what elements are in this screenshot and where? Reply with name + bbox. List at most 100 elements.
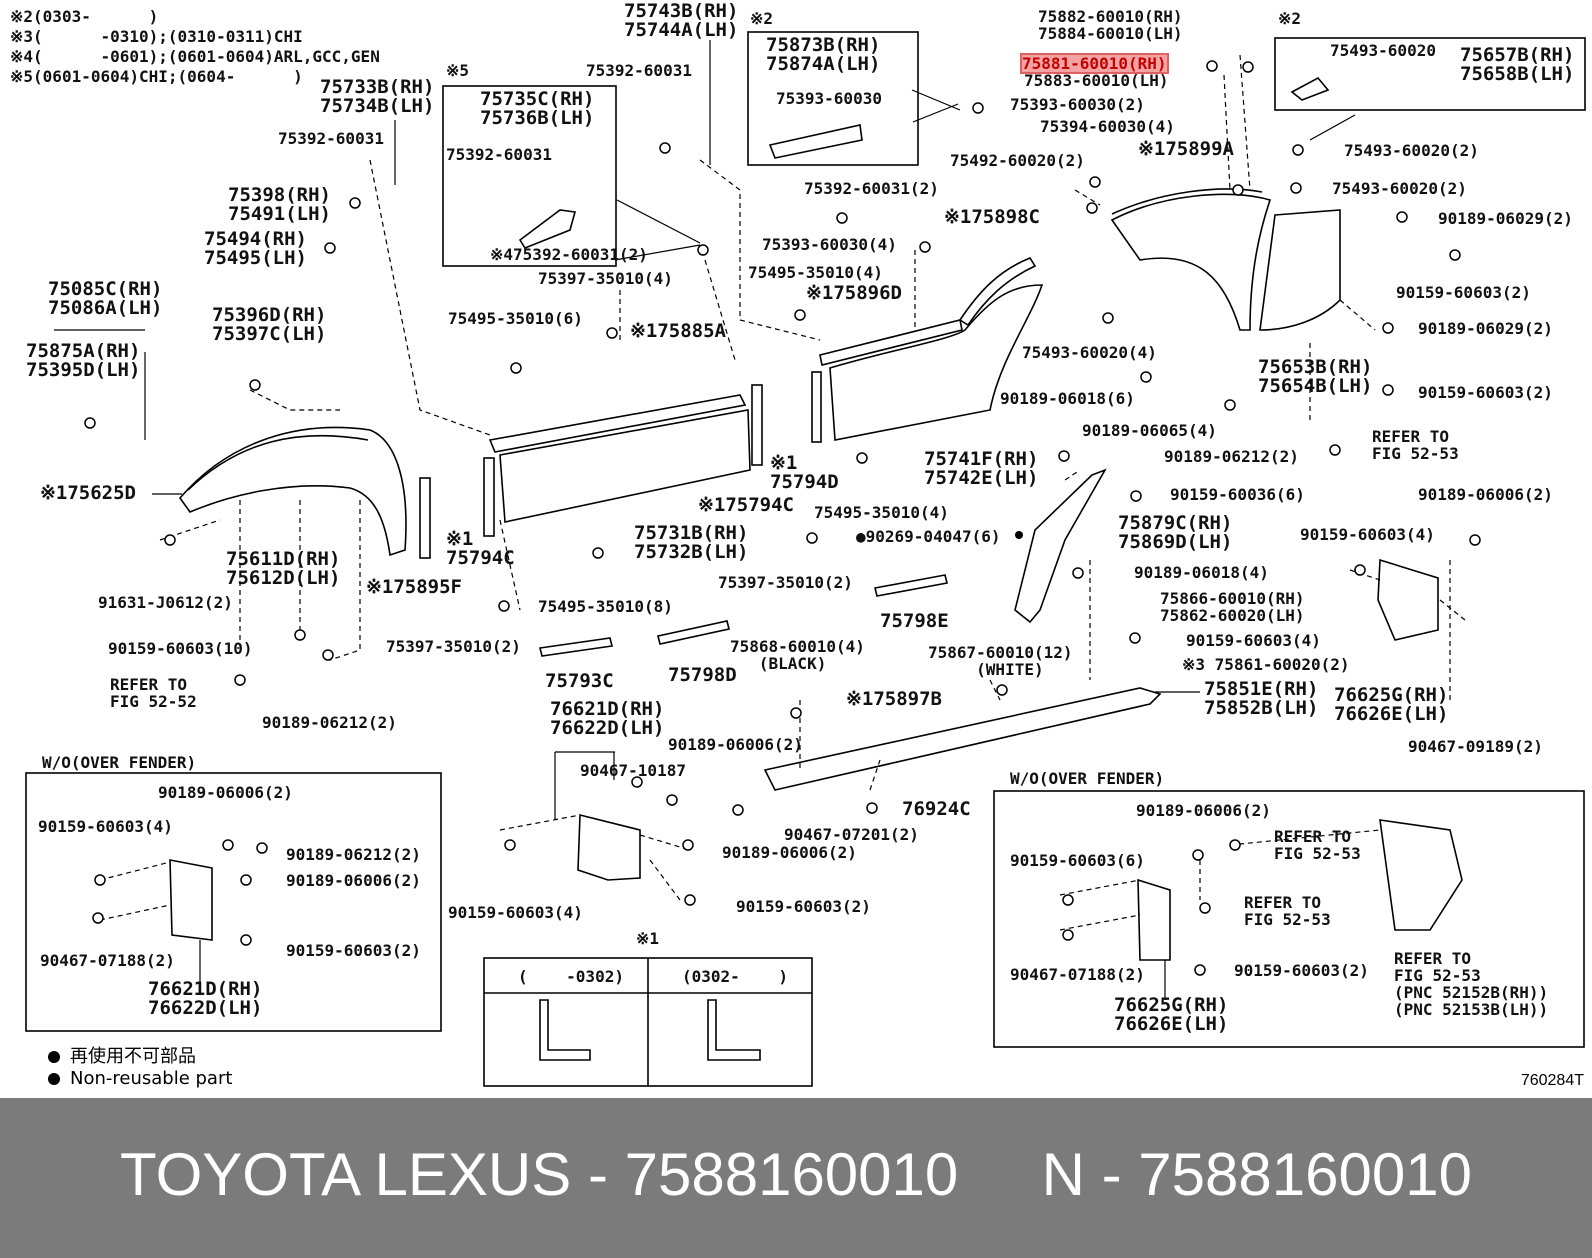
part-label[interactable]: 75394-60030(4) [1040, 117, 1175, 136]
part-label[interactable]: 75492-60020(2) [950, 151, 1085, 170]
part-label[interactable]: 90159-60603(2) [1396, 283, 1531, 302]
part-label[interactable]: 90159-60036(6) [1170, 485, 1305, 504]
part-label[interactable]: 90159-60603(4) [1186, 631, 1321, 650]
part-label[interactable]: 75875A(RH) 75395D(LH) [26, 340, 141, 381]
part-label[interactable]: 76924C [902, 798, 971, 820]
part-label[interactable]: 75493-60020(4) [1022, 343, 1157, 362]
part-label[interactable]: 75883-60010(LH) [1024, 71, 1169, 90]
part-label[interactable]: 91631-J0612(2) [98, 593, 233, 612]
refer-label[interactable]: REFER TO FIG 52-53 [1274, 827, 1361, 863]
part-label[interactable]: ※175625D [40, 482, 136, 504]
part-label[interactable]: 90159-60603(4) [448, 903, 583, 922]
part-label[interactable]: 90159-60603(2) [1234, 961, 1369, 980]
part-label[interactable]: 76625G(RH) 76626E(LH) [1114, 994, 1229, 1035]
part-label[interactable]: 90467-07188(2) [40, 951, 175, 970]
part-label[interactable]: 75393-60030 [776, 89, 882, 108]
part-label[interactable]: 90189-06006(2) [158, 783, 293, 802]
part-label[interactable]: 90159-60603(4) [38, 817, 173, 836]
part-label[interactable]: ※175899A [1138, 138, 1234, 160]
highlighted-part-label[interactable]: 75881-60010(RH) [1020, 53, 1169, 74]
part-label[interactable]: 75493-60020(2) [1344, 141, 1479, 160]
part-label[interactable]: ※175897B [846, 688, 942, 710]
part-label[interactable]: 90189-06006(2) [722, 843, 857, 862]
part-label[interactable]: 75611D(RH) 75612D(LH) [226, 548, 341, 589]
part-label[interactable]: 75493-60020(2) [1332, 179, 1467, 198]
part-label[interactable]: 76621D(RH) 76622D(LH) [550, 698, 665, 739]
part-label[interactable]: 90467-07201(2) [784, 825, 919, 844]
part-label[interactable]: 75392-60031 [446, 145, 552, 164]
part-label[interactable]: 90159-60603(4) [1300, 525, 1435, 544]
part-label[interactable]: ※1 75794C [446, 528, 515, 569]
part-label[interactable]: 90189-06006(2) [286, 871, 421, 890]
part-label[interactable]: ※1 75794D [770, 452, 839, 493]
part-label[interactable]: 90189-06006(2) [668, 735, 803, 754]
part-label[interactable]: 90189-06212(2) [262, 713, 397, 732]
part-label[interactable]: 75879C(RH) 75869D(LH) [1118, 512, 1233, 553]
part-label[interactable]: 75653B(RH) 75654B(LH) [1258, 356, 1373, 397]
part-label[interactable]: 75392-60031 [586, 61, 692, 80]
part-label[interactable]: 75867-60010(12) (WHITE) [928, 643, 1073, 679]
refer-label[interactable]: REFER TO FIG 52-53 (PNC 52152B(RH)) (PNC… [1394, 949, 1549, 1019]
part-label[interactable]: 75495-35010(6) [448, 309, 583, 328]
part-label[interactable]: 75393-60030(2) [1010, 95, 1145, 114]
part-label[interactable]: 90467-09189(2) [1408, 737, 1543, 756]
refer-label[interactable]: REFER TO FIG 52-53 [1372, 427, 1459, 463]
part-label[interactable]: ●90269-04047(6) [856, 527, 1001, 546]
part-label[interactable]: 90189-06018(6) [1000, 389, 1135, 408]
part-label[interactable]: 75398(RH) 75491(LH) [228, 184, 331, 225]
part-label[interactable]: 75868-60010(4) (BLACK) [730, 637, 865, 673]
part-label[interactable]: 75397-35010(2) [386, 637, 521, 656]
part-label[interactable]: 75798E [880, 610, 949, 632]
part-label[interactable]: 75085C(RH) 75086A(LH) [48, 278, 163, 319]
part-label[interactable]: ※175898C [944, 206, 1040, 228]
part-label[interactable]: 90189-06212(2) [1164, 447, 1299, 466]
part-label[interactable]: 75396D(RH) 75397C(LH) [212, 304, 327, 345]
part-label[interactable]: 75397-35010(2) [718, 573, 853, 592]
part-label[interactable]: 90189-06018(4) [1134, 563, 1269, 582]
part-label[interactable]: ※3 75861-60020(2) [1182, 655, 1350, 674]
part-label[interactable]: 90159-60603(2) [286, 941, 421, 960]
part-label[interactable]: 75735C(RH) 75736B(LH) [480, 88, 595, 129]
part-label[interactable]: 75866-60010(RH) 75862-60020(LH) [1160, 589, 1305, 625]
part-label[interactable]: ※175885A [630, 320, 726, 342]
part-label[interactable]: 75495-35010(8) [538, 597, 673, 616]
part-label[interactable]: 75741F(RH) 75742E(LH) [924, 448, 1039, 489]
part-label[interactable]: 75798D [668, 664, 737, 686]
part-label[interactable]: 75392-60031(2) [804, 179, 939, 198]
part-label[interactable]: 90467-10187 [580, 761, 686, 780]
part-label[interactable]: 90189-06006(2) [1418, 485, 1553, 504]
part-label[interactable]: 75851E(RH) 75852B(LH) [1204, 678, 1319, 719]
part-label[interactable]: 76621D(RH) 76622D(LH) [148, 978, 263, 1019]
part-label[interactable]: ※175896D [806, 282, 902, 304]
part-label[interactable]: 75731B(RH) 75732B(LH) [634, 522, 749, 563]
part-label[interactable]: ※175895F [366, 576, 462, 598]
part-label[interactable]: 90189-06006(2) [1136, 801, 1271, 820]
part-label[interactable]: 75657B(RH) 75658B(LH) [1460, 44, 1575, 85]
part-label[interactable]: 75743B(RH) 75744A(LH) [624, 0, 739, 41]
part-label[interactable]: 90467-07188(2) [1010, 965, 1145, 984]
part-label[interactable]: 75493-60020 [1330, 41, 1436, 60]
part-label[interactable]: 75793C [545, 670, 614, 692]
part-label[interactable]: 75397-35010(4) [538, 269, 673, 288]
part-label[interactable]: 75733B(RH) 75734B(LH) [320, 76, 435, 117]
part-label[interactable]: 90159-60603(2) [1418, 383, 1553, 402]
part-label[interactable]: 75873B(RH) 75874A(LH) [766, 34, 881, 75]
part-label[interactable]: 75495-35010(4) [814, 503, 949, 522]
part-label[interactable]: 90189-06029(2) [1438, 209, 1573, 228]
refer-label[interactable]: REFER TO FIG 52-53 [1244, 893, 1331, 929]
part-label[interactable]: 90189-06029(2) [1418, 319, 1553, 338]
part-label[interactable]: 90159-60603(6) [1010, 851, 1145, 870]
part-label[interactable]: 76625G(RH) 76626E(LH) [1334, 684, 1449, 725]
part-label[interactable]: 75393-60030(4) [762, 235, 897, 254]
part-label[interactable]: ※475392-60031(2) [490, 245, 648, 264]
part-label[interactable]: 75494(RH) 75495(LH) [204, 228, 307, 269]
part-label[interactable]: 90189-06212(2) [286, 845, 421, 864]
part-label[interactable]: 75392-60031 [278, 129, 384, 148]
part-label[interactable]: 90159-60603(10) [108, 639, 253, 658]
refer-label[interactable]: REFER TO FIG 52-52 [110, 675, 197, 711]
part-label[interactable]: 90159-60603(2) [736, 897, 871, 916]
part-label[interactable]: 90189-06065(4) [1082, 421, 1217, 440]
part-label[interactable]: ※175794C [698, 494, 794, 516]
part-label[interactable]: 75495-35010(4) [748, 263, 883, 282]
part-label[interactable]: 75882-60010(RH) 75884-60010(LH) [1038, 7, 1183, 43]
